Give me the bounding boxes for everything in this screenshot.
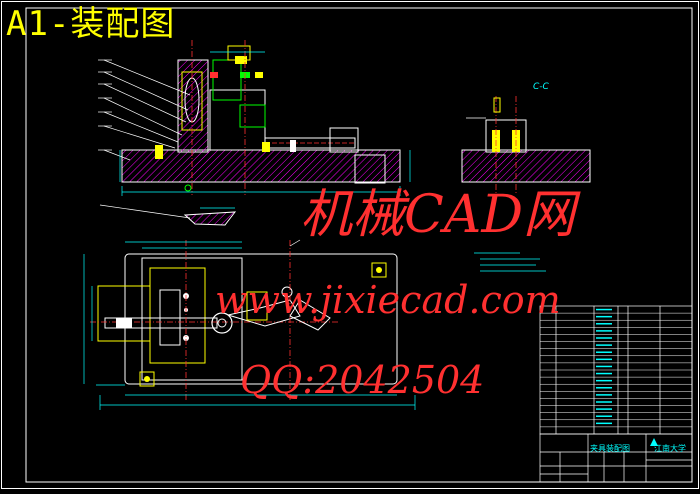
title-block-logo	[650, 438, 658, 446]
watermark-site-name: 机械CAD网	[300, 185, 576, 245]
title-block-school: 江南大学	[654, 444, 686, 453]
section-label: C-C	[533, 82, 549, 92]
watermark-qq: QQ:2042504	[240, 358, 485, 402]
section-view-c-c	[461, 96, 591, 195]
title-block	[539, 433, 693, 483]
title-block-drawing-name: 夹具装配图	[590, 444, 630, 453]
tech-notes	[474, 252, 546, 272]
parts-rows	[540, 308, 692, 428]
watermark-url: www.jixiecad.com	[215, 278, 561, 322]
top-view	[83, 239, 416, 410]
front-view	[98, 40, 411, 196]
drawing-title: A1-装配图	[6, 4, 176, 44]
detail-view	[99, 204, 237, 226]
